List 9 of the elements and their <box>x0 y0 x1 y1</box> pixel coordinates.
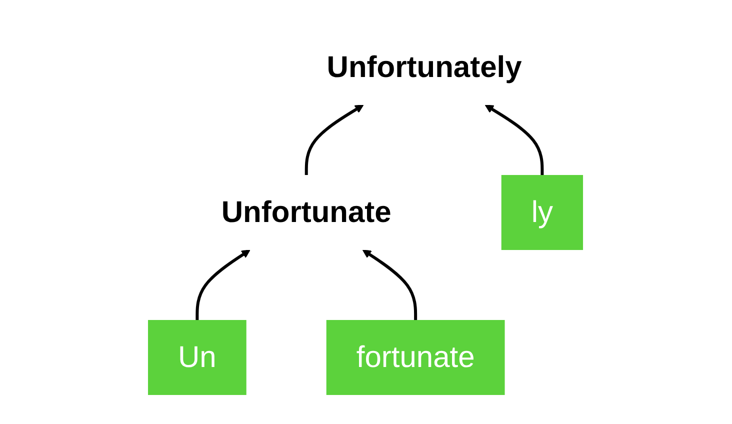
arrow <box>196 249 251 320</box>
arrow <box>305 104 364 174</box>
node-box: ly <box>502 174 584 250</box>
node-text: Unfortunate <box>222 195 392 228</box>
arrow <box>362 249 418 320</box>
node-box: Un <box>148 320 247 394</box>
arrow <box>485 104 544 174</box>
node-text: Unfortunately <box>327 50 522 84</box>
node-box: fortunate <box>326 320 506 394</box>
